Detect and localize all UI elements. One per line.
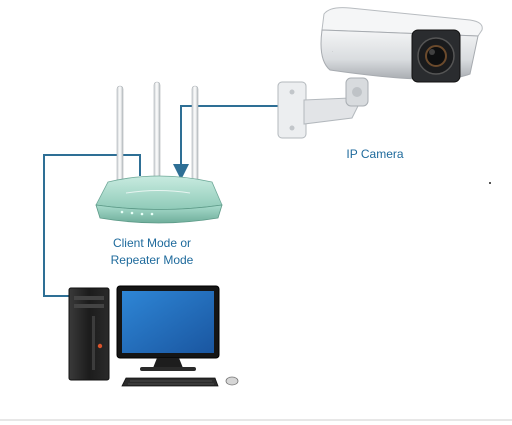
wireless-router-icon bbox=[95, 81, 223, 224]
svg-text:.: . bbox=[332, 48, 333, 53]
stray-mark bbox=[489, 182, 491, 184]
desktop-computer-icon bbox=[68, 285, 239, 387]
router-mode-line-2: Repeater Mode bbox=[110, 253, 194, 267]
ip-camera-icon: . bbox=[277, 7, 483, 139]
router-mode-line-1: Client Mode or bbox=[112, 236, 192, 250]
ip-camera-label: IP Camera bbox=[346, 147, 404, 161]
router-mode-label: Client Mode or Repeater Mode bbox=[92, 235, 212, 269]
link-camera-to-router bbox=[173, 105, 282, 180]
link-pc-to-router bbox=[43, 154, 141, 297]
